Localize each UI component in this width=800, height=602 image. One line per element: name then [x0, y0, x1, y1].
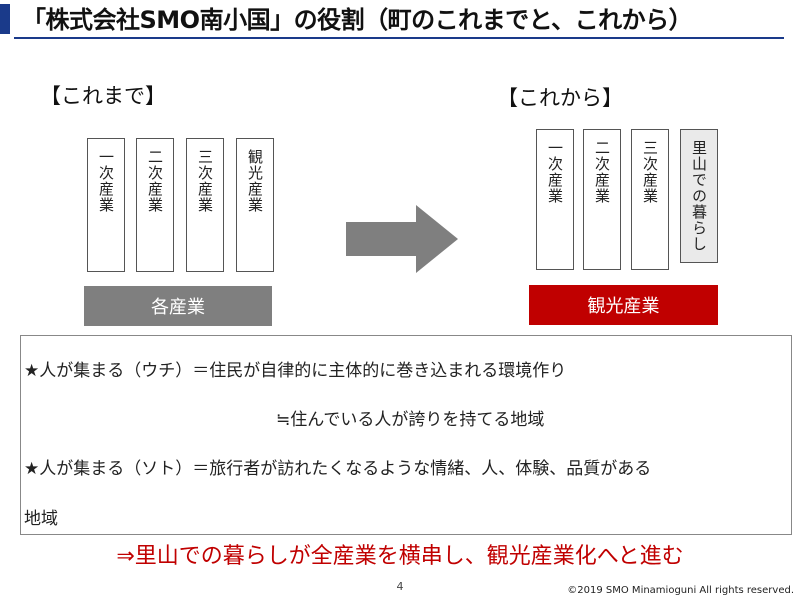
after-column-label: 二次産業	[593, 140, 611, 204]
copyright-text: ©2019 SMO Minamioguni All rights reserve…	[567, 585, 794, 596]
before-column-label: 一次産業	[97, 149, 115, 213]
message-line-inside: ★人が集まる（ウチ）＝住民が自律的に主体的に巻き込まれる環境作り	[24, 361, 567, 381]
before-column-label: 二次産業	[146, 149, 164, 213]
before-column-primary: 一次産業	[87, 138, 125, 272]
page-title: 「株式会社SMO南小国」の役割（町のこれまでと、これから）	[22, 6, 693, 34]
after-column-label: 三次産業	[641, 140, 659, 204]
right-arrow-icon	[346, 205, 458, 273]
before-column-tertiary: 三次産業	[186, 138, 224, 272]
after-label: 【これから】	[497, 86, 623, 110]
after-column-secondary: 二次産業	[583, 129, 621, 270]
before-base-bar: 各産業	[84, 286, 272, 326]
after-column-label: 一次産業	[546, 140, 564, 204]
before-column-label: 観光産業	[246, 149, 264, 213]
after-base-bar: 観光産業	[529, 285, 718, 325]
message-line-region: 地域	[24, 509, 58, 529]
after-column-label: 里山での暮らし	[690, 140, 708, 252]
title-underline	[14, 37, 784, 39]
after-column-satoyama: 里山での暮らし	[680, 129, 718, 263]
title-accent-bar	[0, 4, 10, 34]
before-label: 【これまで】	[40, 84, 166, 108]
before-column-secondary: 二次産業	[136, 138, 174, 272]
before-base-label: 各産業	[151, 297, 205, 318]
before-column-tourism: 観光産業	[236, 138, 274, 272]
after-column-primary: 一次産業	[536, 129, 574, 270]
before-column-label: 三次産業	[196, 149, 214, 213]
message-box	[20, 335, 792, 535]
page-number: 4	[396, 580, 404, 593]
conclusion-text: ⇒里山での暮らしが全産業を横串し、観光産業化へと進む	[116, 544, 684, 569]
after-base-label: 観光産業	[587, 296, 660, 317]
after-column-tertiary: 三次産業	[631, 129, 669, 270]
message-line-pride: ≒住んでいる人が誇りを持てる地域	[276, 410, 545, 430]
message-line-outside: ★人が集まる（ソト）＝旅行者が訪れたくなるような情緒、人、体験、品質がある	[24, 459, 652, 479]
